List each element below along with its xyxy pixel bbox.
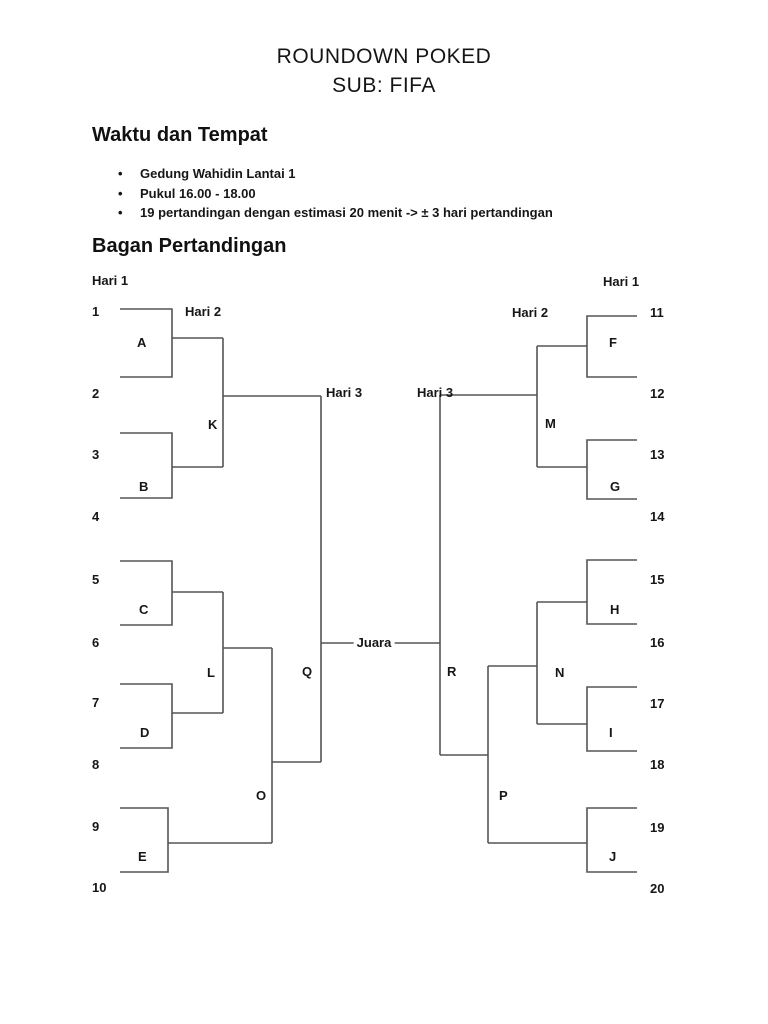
day-label-hari3-right: Hari 3 <box>417 385 454 400</box>
match-h-bracket <box>586 559 637 625</box>
seed-number: 8 <box>92 757 100 772</box>
day-label-hari2-right: Hari 2 <box>512 305 549 320</box>
seed-number: 18 <box>650 757 665 772</box>
seed-number: 1 <box>92 304 100 319</box>
match-i-bracket <box>586 686 637 752</box>
bullet-text: 19 pertandingan dengan estimasi 20 menit… <box>140 205 553 220</box>
bullet-item: • Gedung Wahidin Lantai 1 <box>118 166 296 181</box>
match-label-n: N <box>555 665 565 680</box>
match-g-bracket <box>586 439 637 500</box>
seed-number: 14 <box>650 509 665 524</box>
seed-number: 7 <box>92 695 100 710</box>
section-heading-bagan: Bagan Pertandingan <box>92 235 287 257</box>
day-label-hari2-left: Hari 2 <box>185 304 222 319</box>
match-label-p: P <box>499 788 508 803</box>
match-e-bracket <box>120 807 169 873</box>
bullet-text: Gedung Wahidin Lantai 1 <box>140 166 296 181</box>
seed-number: 5 <box>92 572 100 587</box>
day-label-hari3-left: Hari 3 <box>326 385 363 400</box>
day-label-hari1-left: Hari 1 <box>92 273 129 288</box>
seed-number: 12 <box>650 386 665 401</box>
match-a-bracket <box>120 308 173 378</box>
match-label-a: A <box>137 335 147 350</box>
bullet-text: Pukul 16.00 - 18.00 <box>140 186 256 201</box>
match-label-k: K <box>208 417 218 432</box>
seed-number: 11 <box>650 305 664 320</box>
match-d-bracket <box>120 683 173 749</box>
match-label-l: L <box>207 665 215 680</box>
match-label-r: R <box>447 664 457 679</box>
champion-label: Juara <box>353 635 395 651</box>
page-title: ROUNDOWN POKED SUB: FIFA <box>0 42 768 100</box>
bullet-item: • 19 pertandingan dengan estimasi 20 men… <box>118 205 553 220</box>
bullet-item: • Pukul 16.00 - 18.00 <box>118 186 256 201</box>
match-j-bracket <box>586 807 637 873</box>
match-label-d: D <box>140 725 150 740</box>
bullet-icon: • <box>118 186 123 201</box>
seed-number: 3 <box>92 447 100 462</box>
match-label-j: J <box>609 849 617 864</box>
match-b-bracket <box>120 432 173 499</box>
match-label-o: O <box>256 788 267 803</box>
seed-number: 2 <box>92 386 100 401</box>
title-line-1: ROUNDOWN POKED <box>276 45 492 68</box>
seed-number: 15 <box>650 572 665 587</box>
seed-number: 4 <box>92 509 100 524</box>
match-label-g: G <box>610 479 621 494</box>
match-label-b: B <box>139 479 149 494</box>
bracket-lines <box>120 308 637 873</box>
match-label-m: M <box>545 416 556 431</box>
match-label-h: H <box>610 602 620 617</box>
seed-number: 16 <box>650 635 665 650</box>
seed-number: 9 <box>92 819 100 834</box>
title-line-2: SUB: FIFA <box>332 74 436 97</box>
match-label-i: I <box>609 725 613 740</box>
day-label-hari1-right: Hari 1 <box>603 274 640 289</box>
match-label-f: F <box>609 335 617 350</box>
match-label-q: Q <box>302 664 313 679</box>
match-label-e: E <box>138 849 147 864</box>
bullet-icon: • <box>118 205 123 220</box>
bullet-icon: • <box>118 166 123 181</box>
match-c-bracket <box>120 560 173 626</box>
match-label-c: C <box>139 602 149 617</box>
seed-number: 17 <box>650 696 665 711</box>
seed-number: 13 <box>650 447 665 462</box>
section-heading-waktu: Waktu dan Tempat <box>92 124 268 146</box>
seed-number: 10 <box>92 880 107 895</box>
seed-number: 19 <box>650 820 665 835</box>
seed-number: 20 <box>650 881 665 896</box>
seed-number: 6 <box>92 635 100 650</box>
